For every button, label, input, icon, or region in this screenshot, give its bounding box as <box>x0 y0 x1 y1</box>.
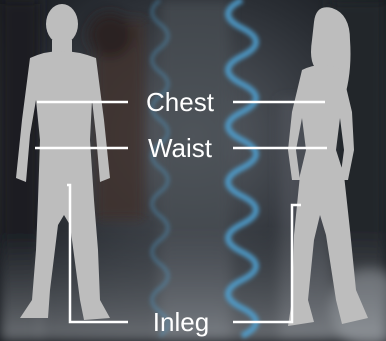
inleg-label: Inleg <box>153 307 209 337</box>
chest-label: Chest <box>146 87 215 117</box>
waist-label: Waist <box>148 133 213 163</box>
